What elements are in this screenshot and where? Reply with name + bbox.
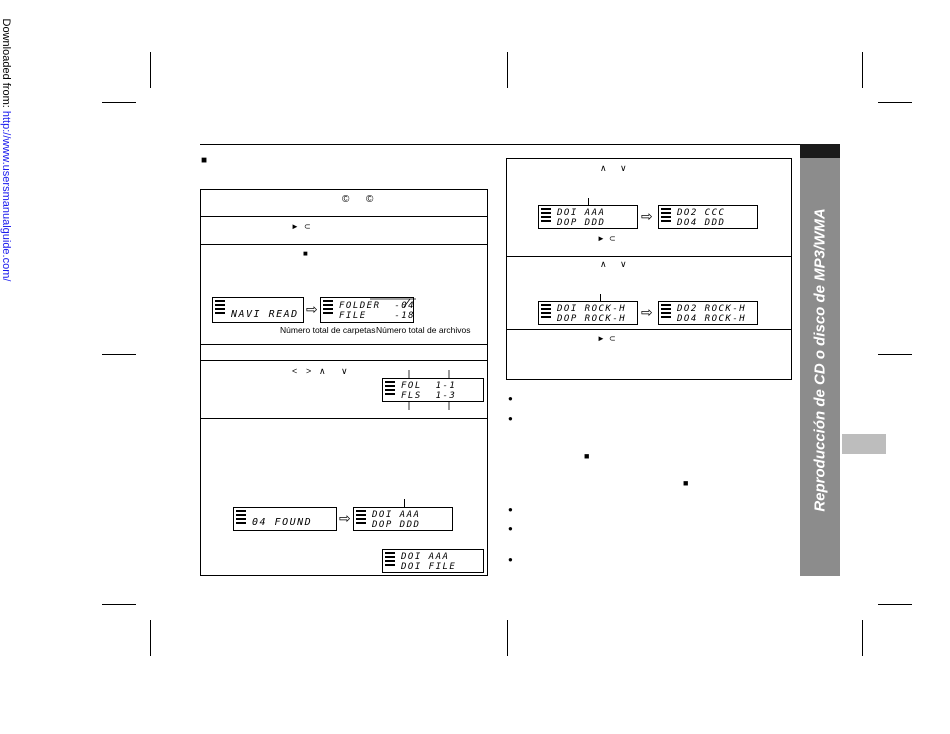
lcd-rock-h-1: DOI ROCK-H DOP ROCK-H [538, 301, 638, 325]
lcd-text: DOP DDD [372, 520, 421, 530]
caption-files-total: Número total de archivos [376, 325, 471, 335]
lcd-text: FOL 1-1 [401, 381, 457, 391]
lcd-text: FOLDER -04- [339, 301, 414, 311]
note-bullet: ● [508, 524, 513, 533]
right-steps-box [506, 158, 792, 380]
header-rule [200, 144, 840, 145]
crop-mark [102, 604, 136, 605]
lcd-fol-fls: FOL 1-1 FLS 1-3 [382, 378, 484, 402]
step-divider [200, 418, 488, 419]
lcd-text: FLS 1-3 [401, 391, 457, 401]
lcd-text: DOI AAA [372, 510, 421, 520]
down-icon: ∨ [341, 366, 348, 376]
disc-icon: © [342, 194, 350, 205]
step-divider [200, 344, 488, 345]
lcd-dir-aaa: DOI AAA DOP DDD [353, 507, 453, 531]
lcd-text: DO2 CCC [677, 208, 726, 218]
step-divider [200, 216, 488, 217]
callout-lines [408, 370, 450, 410]
down-icon: ∨ [620, 163, 627, 173]
page-tab [842, 434, 886, 454]
crop-mark [150, 52, 151, 88]
crop-mark [878, 354, 912, 355]
caption-folders-total: Número total de carpetas [280, 325, 376, 335]
step-divider [506, 329, 792, 330]
arrow-right-icon: ⇨ [339, 510, 351, 526]
lcd-text: DOI FILE [401, 562, 457, 572]
repeat-icon: ⊂ [609, 234, 616, 243]
watermark-prefix: Downloaded from: [0, 18, 12, 111]
crop-mark [507, 52, 508, 88]
left-icon: < [292, 366, 298, 376]
lcd-found: 04 FOUND [233, 507, 337, 531]
crop-mark [150, 620, 151, 656]
arrow-right-icon: ⇨ [641, 208, 653, 224]
lcd-text: DOI ROCK-H [557, 304, 627, 314]
right-icon: > [306, 366, 312, 376]
crop-mark [862, 620, 863, 656]
note-bullet: ● [508, 555, 513, 564]
lcd-text: DOI AAA [401, 552, 450, 562]
callout-line [588, 198, 589, 205]
note-bullet: ● [508, 505, 513, 514]
lcd-dir-ccc: DO2 CCC DO4 DDD [658, 205, 758, 229]
sidebar-band [800, 144, 840, 576]
lcd-text: NAVI READ [231, 309, 299, 320]
step-divider [200, 360, 488, 361]
repeat-icon: ⊂ [304, 222, 311, 231]
lcd-text: DO4 DDD [677, 218, 726, 228]
stop-icon: ■ [584, 451, 590, 461]
arrow-right-icon: ⇨ [641, 304, 653, 320]
play-icon: ► [291, 222, 299, 231]
lcd-no-file: DOI AAA DOI FILE [382, 549, 484, 573]
crop-mark [507, 620, 508, 656]
left-steps-box [200, 189, 488, 576]
sidebar-title: Reproducción de CD o disco de MP3/WMA [811, 208, 829, 512]
download-watermark: Downloaded from: http://www.usersmanualg… [0, 19, 12, 282]
lcd-text: 04 FOUND [252, 517, 313, 528]
up-icon: ∧ [600, 259, 607, 269]
repeat-icon: ⊂ [609, 334, 616, 343]
crop-mark [862, 52, 863, 88]
callout-line [600, 294, 601, 301]
play-icon: ► [597, 334, 605, 343]
lcd-rock-h-2: DO2 ROCK-H DO4 ROCK-H [658, 301, 758, 325]
note-bullet: ● [508, 394, 513, 403]
lcd-text: DOP ROCK-H [557, 314, 627, 324]
stop-icon: ■ [303, 249, 308, 258]
disc-icon: © [366, 194, 374, 205]
section-square-icon: ■ [201, 155, 208, 166]
callout-line [404, 499, 405, 507]
up-icon: ∧ [319, 366, 326, 376]
stop-icon: ■ [683, 478, 689, 488]
crop-mark [878, 604, 912, 605]
lcd-text: DOP DDD [557, 218, 606, 228]
watermark-link[interactable]: http://www.usersmanualguide.com/ [0, 110, 12, 282]
lcd-text: DO4 ROCK-H [677, 314, 747, 324]
lcd-text: FILE -18- [339, 311, 414, 321]
sidebar-top-block [800, 144, 840, 158]
down-icon: ∨ [620, 259, 627, 269]
lcd-text: DO2 ROCK-H [677, 304, 747, 314]
callout-lines [370, 298, 416, 308]
step-divider [506, 256, 792, 257]
crop-mark [102, 354, 136, 355]
crop-mark [102, 102, 136, 103]
crop-mark [878, 102, 912, 103]
lcd-dir-aaa-ddd: DOI AAA DOP DDD [538, 205, 638, 229]
step-divider [200, 244, 488, 245]
lcd-text: DOI AAA [557, 208, 606, 218]
note-bullet: ● [508, 414, 513, 423]
play-icon: ► [597, 234, 605, 243]
lcd-navi-read: NAVI READ [212, 297, 304, 323]
lcd-folder-file: FOLDER -04- FILE -18- [320, 297, 414, 323]
up-icon: ∧ [600, 163, 607, 173]
arrow-right-icon: ⇨ [306, 301, 318, 317]
